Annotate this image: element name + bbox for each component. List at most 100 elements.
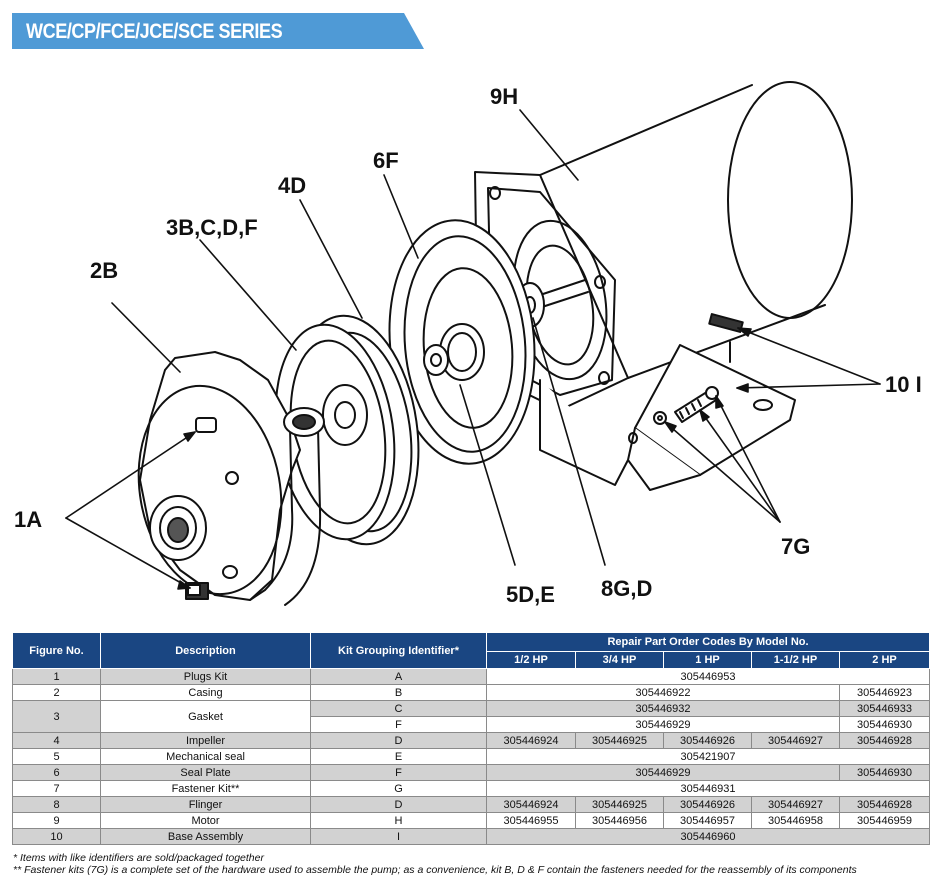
casing-drawing — [137, 351, 325, 606]
cell-kit: C — [310, 700, 487, 717]
cell-code: 305421907 — [486, 748, 930, 765]
cell-code: 305446927 — [751, 796, 840, 813]
cell-code: 305446929 — [486, 764, 840, 781]
footnotes: * Items with like identifiers are sold/p… — [13, 852, 857, 876]
plug-drawing — [185, 582, 209, 600]
banner-background — [12, 13, 424, 49]
table-row: 10 Base Assembly I 305446960 — [12, 828, 930, 845]
cell-code: 305446957 — [663, 812, 752, 829]
cell-code: 305446931 — [486, 780, 930, 797]
cell-code: 305446953 — [486, 668, 930, 685]
cell-code: 305446958 — [751, 812, 840, 829]
cell-kit: F — [310, 764, 487, 781]
header-figure-no: Figure No. — [12, 632, 101, 669]
cell-kit: D — [310, 732, 487, 749]
label-3: 3B,C,D,F — [166, 215, 258, 240]
cell-kit: F — [310, 716, 487, 733]
cell-figure: 7 — [12, 780, 101, 797]
label-4d: 4D — [278, 173, 306, 198]
cell-code: 305446955 — [486, 812, 576, 829]
cell-kit: A — [310, 668, 487, 685]
cell-figure: 2 — [12, 684, 101, 701]
cell-code: 305446928 — [839, 732, 930, 749]
cell-code: 305446956 — [575, 812, 664, 829]
table-row: 5 Mechanical seal E 305421907 — [12, 748, 930, 765]
cell-description: Seal Plate — [100, 764, 311, 781]
cell-kit: B — [310, 684, 487, 701]
cell-figure: 5 — [12, 748, 101, 765]
table-row: 9 Motor H 305446955 305446956 305446957 … — [12, 812, 930, 829]
cell-figure: 6 — [12, 764, 101, 781]
header-repair-codes: Repair Part Order Codes By Model No. — [486, 632, 930, 652]
cell-kit: D — [310, 796, 487, 813]
table-row: 6 Seal Plate F 305446929 305446930 — [12, 764, 930, 781]
cell-code: 305446925 — [575, 732, 664, 749]
label-9h: 9H — [490, 84, 518, 109]
label-10i: 10 I — [885, 372, 922, 397]
cell-code: 305446924 — [486, 796, 576, 813]
cell-description: Fastener Kit** — [100, 780, 311, 797]
footnote-like-identifiers: * Items with like identifiers are sold/p… — [13, 852, 264, 864]
label-6f: 6F — [373, 148, 399, 173]
cell-code: 305446926 — [663, 732, 752, 749]
label-8gd: 8G,D — [601, 576, 652, 601]
label-2b: 2B — [90, 258, 118, 283]
cell-code: 305446930 — [839, 764, 930, 781]
cell-figure: 9 — [12, 812, 101, 829]
cell-figure: 3 — [12, 700, 101, 733]
table-row: 8 Flinger D 305446924 305446925 30544692… — [12, 796, 930, 813]
table-row: 2 Casing B 305446922 305446923 — [12, 684, 930, 701]
cell-kit: I — [310, 828, 487, 845]
header-three-quarter-hp: 3/4 HP — [575, 651, 664, 669]
footnote-fastener-kits: ** Fastener kits (7G) is a complete set … — [13, 864, 857, 876]
cell-code: 305446927 — [751, 732, 840, 749]
cell-figure: 1 — [12, 668, 101, 685]
cell-code: 305446930 — [839, 716, 930, 733]
cell-kit: E — [310, 748, 487, 765]
cell-figure: 10 — [12, 828, 101, 845]
cell-code: 305446925 — [575, 796, 664, 813]
cell-description: Impeller — [100, 732, 311, 749]
table-row: F 305446929 305446930 — [13, 716, 930, 733]
cell-code: 305446960 — [486, 828, 930, 845]
mechanical-seal-drawing — [423, 323, 485, 381]
header-one-half-hp: 1-1/2 HP — [751, 651, 840, 669]
table-row: 4 Impeller D 305446924 305446925 3054469… — [12, 732, 930, 749]
header-description: Description — [100, 632, 311, 669]
cell-description: Gasket — [100, 700, 311, 733]
impeller-drawing — [274, 314, 420, 546]
table-row: 7 Fastener Kit** G 305446931 — [12, 780, 930, 797]
cell-code: 305446933 — [839, 700, 930, 717]
cell-figure: 4 — [12, 732, 101, 749]
header-one-hp: 1 HP — [663, 651, 752, 669]
header-half-hp: 1/2 HP — [486, 651, 576, 669]
cell-code: 305446928 — [839, 796, 930, 813]
label-7g: 7G — [781, 534, 810, 559]
fastener-drawing — [653, 386, 719, 425]
exploded-pump-diagram: 1A 2B 3B,C,D,F 4D 6F 9H 10 I 5D,E 8G,D 7… — [14, 81, 922, 607]
cell-code: 305446959 — [839, 812, 930, 829]
cell-description: Base Assembly — [100, 828, 311, 845]
series-title: WCE/CP/FCE/JCE/SCE SERIES — [26, 20, 283, 43]
repair-parts-table: Figure No. Description Kit Grouping Iden… — [12, 632, 930, 845]
series-banner: WCE/CP/FCE/JCE/SCE SERIES — [12, 13, 424, 49]
label-5de: 5D,E — [506, 582, 555, 607]
cell-figure: 8 — [12, 796, 101, 813]
cell-description: Casing — [100, 684, 311, 701]
cell-description: Flinger — [100, 796, 311, 813]
cell-code: 305446929 — [486, 716, 840, 733]
cell-description: Motor — [100, 812, 311, 829]
table-row: 1 Plugs Kit A 305446953 — [12, 668, 930, 685]
header-two-hp: 2 HP — [839, 651, 930, 669]
label-1a: 1A — [14, 507, 42, 532]
base-drawing — [627, 313, 796, 491]
cell-code: 305446922 — [486, 684, 840, 701]
cell-kit: H — [310, 812, 487, 829]
cell-code: 305446924 — [486, 732, 576, 749]
cell-code: 305446932 — [486, 700, 840, 717]
cell-code: 305446923 — [839, 684, 930, 701]
header-kit-grouping: Kit Grouping Identifier* — [310, 632, 487, 669]
cell-code: 305446926 — [663, 796, 752, 813]
table-row: 3 Gasket C 305446932 305446933 — [12, 700, 930, 733]
cell-description: Plugs Kit — [100, 668, 311, 685]
